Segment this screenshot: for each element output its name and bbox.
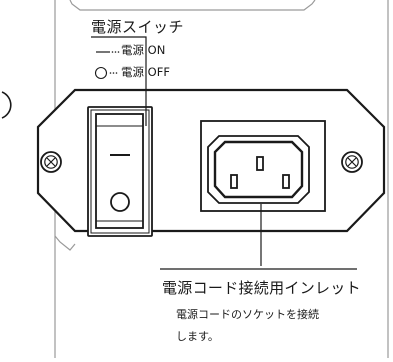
inlet-leader-line: [160, 204, 357, 270]
power-switch-title: 電源スイッチ: [91, 18, 185, 36]
off-mark-icon: [110, 192, 130, 212]
inlet-pin-left-icon: [230, 174, 238, 189]
inlet-title: 電源コード接続用インレット: [162, 279, 361, 297]
power-switch: [87, 106, 153, 237]
legend-on-label: 電源 ON: [121, 43, 166, 57]
legend-off-label: 電源 OFF: [121, 65, 170, 79]
ac-inlet: [200, 120, 326, 212]
inlet-description-line1: 電源コードのソケットを接続: [176, 308, 319, 321]
inlet-pin-center-icon: [256, 156, 264, 171]
legend-off-circle-icon: [94, 66, 108, 80]
left-screw-icon: [40, 151, 62, 173]
inlet-description-line2: します。: [176, 330, 219, 343]
inlet-pin-right-icon: [282, 174, 290, 189]
right-screw-icon: [341, 151, 363, 173]
legend-dots: [109, 51, 120, 74]
callout-circle-partial: [1, 91, 12, 119]
switch-leader-line: [91, 36, 147, 126]
